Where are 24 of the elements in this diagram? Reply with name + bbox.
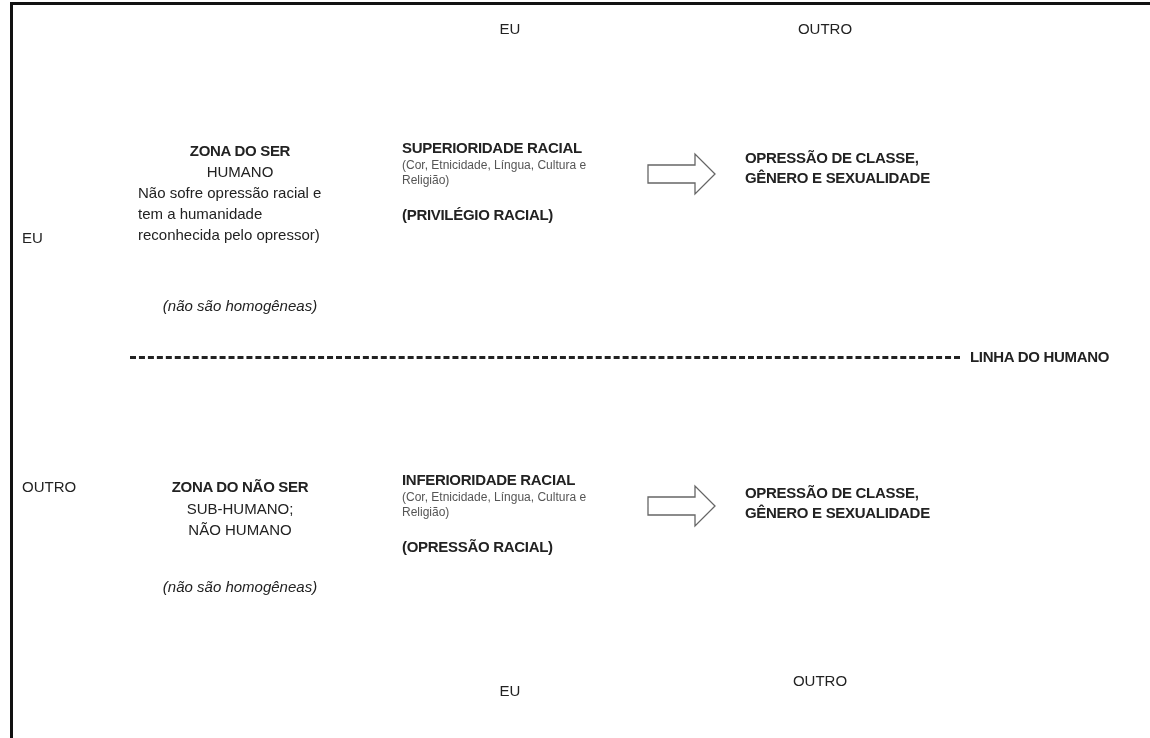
note-text: (não são homogêneas) [161, 296, 319, 316]
zone-title: ZONA DO SER [188, 141, 292, 161]
block-heading: SUPERIORIDADE RACIAL [402, 138, 583, 158]
zone-description: Não sofre opressão racial e tem a humanidade reconhecida pelo opressor) [138, 183, 323, 245]
detail-text: (Cor, Etnicidade, Língua, Cultura e Religião) [402, 490, 588, 520]
block-subheading: (OPRESSÃO RACIAL) [402, 538, 554, 555]
zone-subtitle: SUB-HUMANO; NÃO HUMANO [185, 499, 295, 540]
column-heading: OUTRO [796, 19, 854, 39]
row-heading: EU [22, 228, 44, 248]
row-heading: OUTRO [22, 477, 78, 497]
block-subheading: (PRIVILÉGIO RACIAL) [402, 206, 554, 223]
column-heading: EU [498, 681, 522, 701]
block-heading: OPRESSÃO DE CLASSE, GÊNERO E SEXUALIDADE [745, 483, 931, 523]
zone-subtitle: HUMANO [205, 162, 275, 182]
line-label: LINHA DO HUMANO [970, 347, 1111, 367]
column-heading: EU [498, 19, 522, 39]
block-heading: OPRESSÃO DE CLASSE, GÊNERO E SEXUALIDADE [745, 148, 931, 188]
block-heading: INFERIORIDADE RACIAL [402, 470, 577, 490]
block-arrow [647, 152, 716, 196]
column-heading: OUTRO [791, 671, 849, 691]
zone-title: ZONA DO NÃO SER [170, 477, 310, 497]
detail-text: (Cor, Etnicidade, Língua, Cultura e Religião) [402, 158, 588, 188]
block-arrow [647, 484, 716, 528]
note-text: (não são homogêneas) [161, 577, 319, 597]
